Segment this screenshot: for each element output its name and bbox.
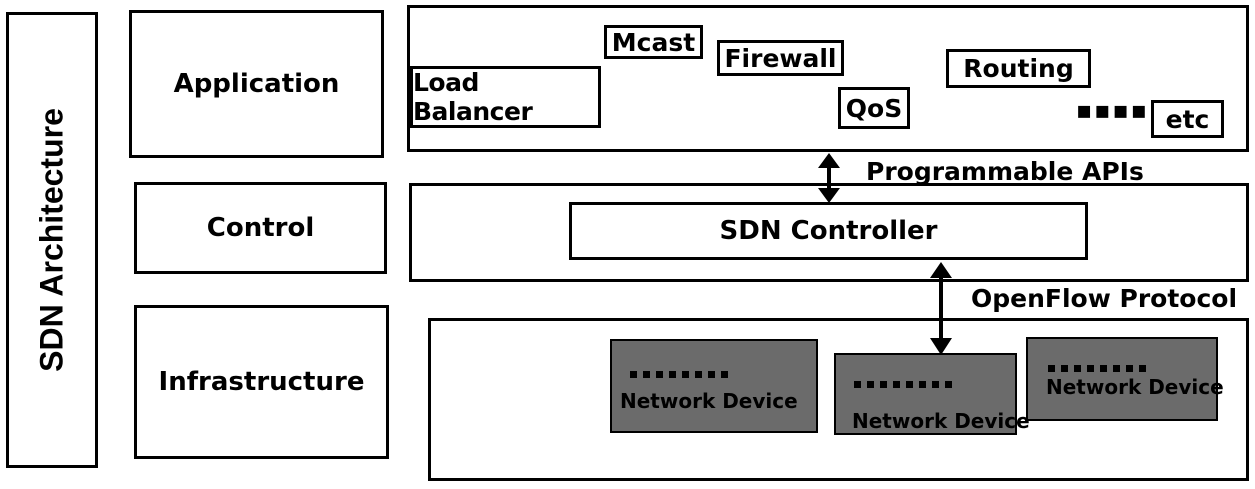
ellipsis: ▪▪▪▪ <box>1076 96 1150 124</box>
port-indicators <box>630 371 728 378</box>
network-device: Network Device <box>1026 337 1224 421</box>
network-device-label: Network Device <box>620 389 798 413</box>
network-device-label: Network Device <box>852 409 1030 433</box>
app-mcast: Mcast <box>604 25 703 59</box>
network-device: Network Device <box>834 353 1030 435</box>
northbound-arrow <box>818 153 840 203</box>
app-load-balancer: Load Balancer <box>410 66 601 128</box>
southbound-arrow <box>930 262 952 355</box>
architecture-title-box <box>6 12 98 468</box>
southbound-interface-label: OpenFlow Protocol <box>971 284 1238 313</box>
sdn-controller-label: SDN Controller <box>719 216 938 246</box>
port-indicators <box>854 381 952 388</box>
layer-label-infrastructure: Infrastructure <box>134 305 389 459</box>
layer-label-application: Application <box>129 10 384 158</box>
network-device: Network Device <box>610 339 818 433</box>
port-indicators <box>1048 365 1146 372</box>
layer-label-control: Control <box>134 182 387 274</box>
network-device-label: Network Device <box>1046 375 1224 399</box>
sdn-controller-box: SDN Controller <box>569 202 1088 260</box>
app-qos: QoS <box>838 87 910 129</box>
northbound-interface-label: Programmable APIs <box>866 157 1144 186</box>
app-firewall: Firewall <box>717 40 844 76</box>
app-routing: Routing <box>946 49 1091 88</box>
app-etc: etc <box>1151 100 1224 138</box>
